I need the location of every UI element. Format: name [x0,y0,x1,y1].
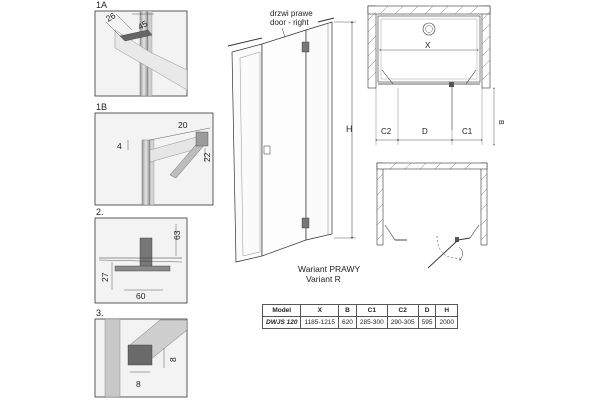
cell-b: 620 [338,316,357,329]
profile-block [127,344,153,366]
b-label: B [497,120,504,125]
cell-h: 2000 [435,316,458,329]
header-model: Model [261,304,302,317]
dim-1a-26: 26 [104,10,117,24]
dim-1b-4: 4 [117,141,122,151]
stabilizer [381,69,394,85]
bottom-seal [114,265,171,272]
drain-inner [425,25,433,33]
door-label-en: door - right [270,18,309,27]
shower-tray-inner [380,18,478,80]
dim-2-60: 60 [136,291,146,301]
hinge-top [301,41,310,53]
detail-2-label: 2. [96,207,104,217]
c1-label: C1 [462,127,473,136]
stabilizer [384,224,396,241]
right-wall [480,162,488,246]
wall-hatch [376,162,488,241]
fixed-panel [231,43,263,263]
wall-profile [141,139,151,206]
dimension-line [149,127,211,141]
glass-fixed [457,237,471,241]
hinge-bottom [301,217,310,229]
glass-panel [114,29,188,91]
door-elevation: drzwi prawe door - right H Wariant PRAWY… [227,9,361,284]
wall-profile [104,318,121,398]
d-label: D [422,127,428,136]
swing-arrow [458,246,463,261]
top-stabilizer [227,37,263,47]
dim-2-63: 63 [172,230,182,240]
spec-table: Model X B C1 C2 D H DWJS 120 1185-1215 6… [261,304,458,329]
left-wall [367,5,377,89]
drain-icon [422,22,436,36]
detail-1a: 1A 26 45 [94,0,188,97]
profile-section [139,237,153,269]
door-handle [263,145,271,155]
plan-view: X B C2 D C1 [367,5,504,146]
header-x: X [300,304,340,317]
dim-1b-20: 20 [178,120,188,130]
dim-3-8b: 8 [168,357,178,362]
wall-bracket [195,131,209,147]
stabilizer [469,224,480,239]
variant-pl: Wariant PRAWY [298,264,361,274]
door-leaf-open [427,240,458,269]
leader-line [105,21,121,37]
header-h: H [435,304,458,317]
right-panel [305,21,333,241]
door-label-pl: drzwi prawe [270,9,313,18]
header-d: D [417,304,437,317]
dim-1a-45: 45 [136,18,149,32]
dim-3-8a: 8 [136,379,141,389]
table-row: DWJS 120 1185-1215 620 285-300 290-305 5… [261,316,458,329]
cell-c2: 290-305 [386,316,419,329]
detail-2: 2. 63 27 60 [94,207,188,304]
cell-c1: 285-300 [355,316,388,329]
detail-3-label: 3. [96,308,104,318]
detail-1a-label: 1A [96,0,107,10]
detail-3: 3. 8 8 [94,308,188,398]
stabilizer [465,69,477,85]
dim-2-27: 27 [100,272,110,282]
table-header-row: Model X B C1 C2 D H [261,304,458,317]
header-c1: C1 [355,304,388,317]
hinge-mark [449,82,454,87]
right-wall [481,5,491,89]
door-leaf [261,29,307,257]
glass-edge-line [98,259,183,263]
variant-en: Variant R [306,274,341,284]
c2-label: C2 [381,127,392,136]
wall-hatch [367,5,491,81]
header-b: B [338,304,357,317]
x-label: X [425,41,431,50]
fixed-panel-inner [239,51,261,257]
hinge-slot [119,29,153,42]
header-c2: C2 [386,304,419,317]
swing-plan-view [376,162,488,269]
wall-profile-edge [149,139,155,206]
top-stabilizer [317,17,335,23]
detail-1b-label: 1B [96,102,107,112]
leader-line [115,13,133,31]
cell-d: 595 [417,316,437,329]
swing-arc [436,235,461,259]
dim-1b-22: 22 [202,152,212,162]
cell-model: DWJS 120 [261,316,302,329]
left-wall [376,162,384,246]
detail-1b: 1B 20 4 22 [94,102,214,206]
hinge-mark [455,237,459,242]
height-label: H [346,124,353,134]
back-wall [376,162,488,170]
cell-x: 1185-1215 [300,316,340,329]
